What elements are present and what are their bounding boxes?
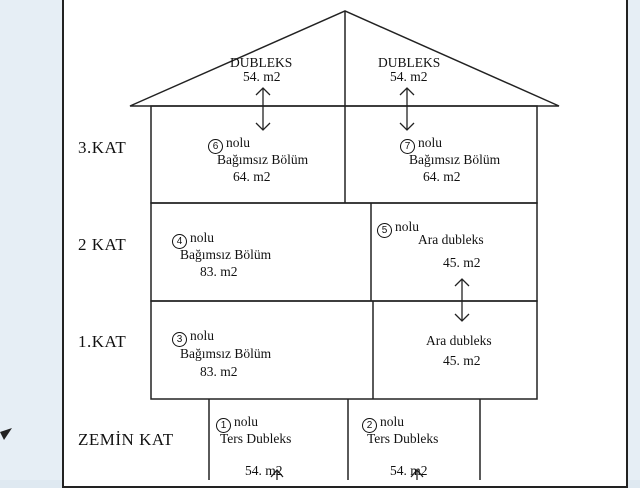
unit-2-name: Ters Dubleks bbox=[367, 431, 439, 446]
unit-nolu: nolu bbox=[380, 414, 405, 429]
right-margin bbox=[628, 0, 640, 480]
roof-left-title: DUBLEKS bbox=[230, 55, 293, 70]
arrow-dubleks-left bbox=[255, 87, 271, 131]
unit-number-badge: 3 bbox=[172, 332, 187, 347]
floor-1-box bbox=[150, 300, 538, 400]
unit-number-badge: 4 bbox=[172, 234, 187, 249]
unit-number-badge: 2 bbox=[362, 418, 377, 433]
unit-4-area: 83. m2 bbox=[200, 264, 238, 279]
unit-2-area: 54. m2 bbox=[390, 463, 428, 478]
unit-number-badge: 6 bbox=[208, 139, 223, 154]
unit-nolu: nolu bbox=[226, 135, 251, 150]
edge-mark bbox=[0, 428, 12, 440]
arrow-dubleks-right bbox=[399, 87, 415, 131]
unit-5-area: 45. m2 bbox=[443, 255, 481, 270]
arrow-ters-left bbox=[270, 469, 284, 480]
unit-6-name: Bağımsız Bölüm bbox=[217, 152, 309, 167]
arrow-ara-dubleks bbox=[454, 278, 470, 322]
unit-nolu: nolu bbox=[418, 135, 443, 150]
unit-number-badge: 5 bbox=[377, 223, 392, 238]
floor-label-3: 3.KAT bbox=[78, 138, 127, 157]
roof-right-area: 54. m2 bbox=[390, 69, 428, 84]
left-margin bbox=[0, 0, 62, 480]
unit-1-area: 54. m2 bbox=[245, 463, 283, 478]
unit-7-name: Bağımsız Bölüm bbox=[409, 152, 501, 167]
floor-label-2: 2 KAT bbox=[78, 235, 127, 254]
unit-6-area: 64. m2 bbox=[233, 169, 271, 184]
unit-nolu: nolu bbox=[234, 414, 259, 429]
unit-3-area: 83. m2 bbox=[200, 364, 238, 379]
unit-5-name: Ara dubleks bbox=[418, 232, 484, 247]
roof-left-area: 54. m2 bbox=[243, 69, 281, 84]
floor-label-zemin: ZEMİN KAT bbox=[78, 430, 174, 449]
unit-number-badge: 1 bbox=[216, 418, 231, 433]
unit-5-lower-name: Ara dubleks bbox=[426, 333, 492, 348]
unit-4-name: Bağımsız Bölüm bbox=[180, 247, 272, 262]
unit-nolu: nolu bbox=[190, 230, 215, 245]
unit-7-area: 64. m2 bbox=[423, 169, 461, 184]
unit-nolu: nolu bbox=[190, 328, 215, 343]
unit-1-name: Ters Dubleks bbox=[220, 431, 292, 446]
unit-3-name: Bağımsız Bölüm bbox=[180, 346, 272, 361]
unit-nolu: nolu bbox=[395, 219, 420, 234]
unit-number-badge: 7 bbox=[400, 139, 415, 154]
arrow-ters-right bbox=[410, 469, 424, 480]
unit-5-lower-area: 45. m2 bbox=[443, 353, 481, 368]
roof-right-title: DUBLEKS bbox=[378, 55, 441, 70]
floor-label-1: 1.KAT bbox=[78, 332, 127, 351]
